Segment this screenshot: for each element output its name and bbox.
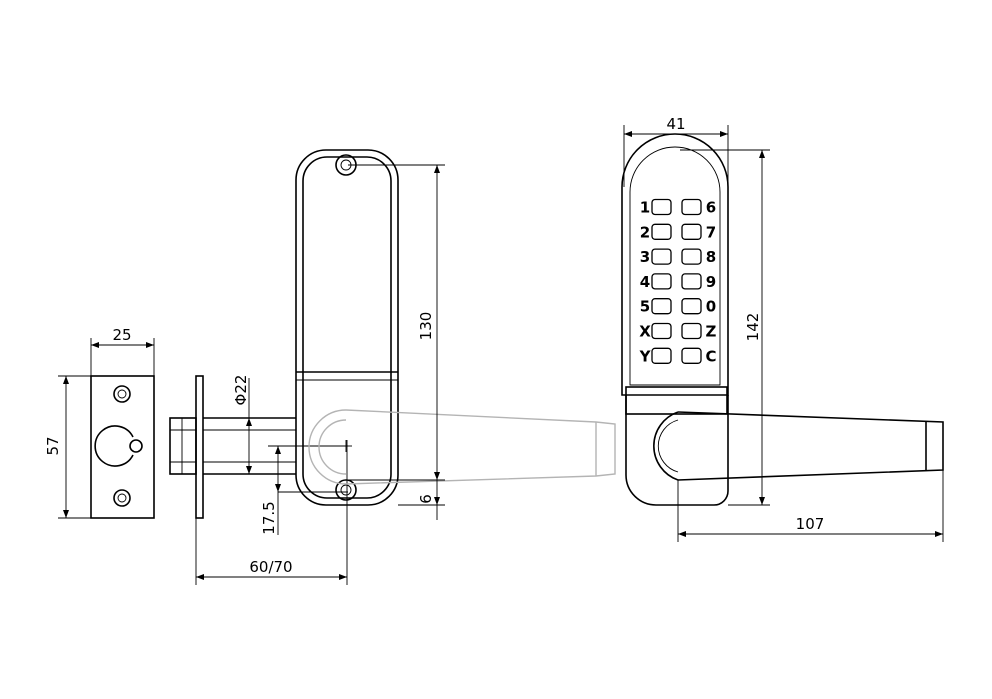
keypad-button[interactable] — [681, 248, 702, 265]
dim-lever-length: 107 — [677, 470, 944, 542]
key-label: 5 — [640, 298, 650, 316]
dim-bottom-offset: 6 — [398, 480, 445, 520]
front-lever-ghost — [308, 409, 616, 485]
key-label: 6 — [706, 199, 716, 217]
keypad-lever — [653, 411, 944, 481]
keypad-keys: 1 6 2 7 3 8 4 9 5 0X Z Y C — [639, 199, 717, 366]
dim-strike-height: 57 — [44, 375, 91, 519]
dim-keypad-height: 142 — [680, 149, 770, 506]
key-label: 2 — [640, 223, 650, 241]
dim-keypad-width: 41 — [623, 115, 729, 187]
dim-backset: 60/70 — [195, 440, 348, 585]
keypad-button[interactable] — [651, 347, 672, 364]
keypad-button[interactable] — [651, 223, 672, 240]
dim-label-diameter: Φ22 — [232, 375, 250, 406]
keypad-button[interactable] — [681, 198, 702, 216]
dim-label-107: 107 — [796, 515, 825, 533]
keypad-button[interactable] — [651, 198, 672, 216]
front-body-view — [295, 149, 616, 506]
key-label: 3 — [640, 248, 650, 266]
keypad-button[interactable] — [651, 298, 672, 315]
keypad-body-view: 1 6 2 7 3 8 4 9 5 0X Z Y C — [621, 133, 944, 506]
key-label: C — [705, 347, 716, 365]
dim-label-25: 25 — [112, 326, 131, 344]
dim-label-142: 142 — [744, 313, 762, 342]
key-label: 7 — [706, 223, 716, 241]
dim-label-17-5: 17.5 — [260, 501, 278, 534]
key-label: 4 — [640, 273, 650, 291]
key-label: X — [639, 323, 651, 341]
strike-screw-hole-bottom — [113, 489, 131, 507]
keypad-button[interactable] — [681, 223, 702, 240]
dim-label-130: 130 — [417, 312, 435, 341]
strike-screw-hole-top — [113, 385, 131, 403]
dim-spindle-offset: 17.5 — [260, 445, 348, 535]
key-label: 8 — [706, 248, 716, 266]
key-label: 1 — [640, 199, 650, 217]
latch-opening — [94, 425, 134, 467]
dim-label-41: 41 — [666, 115, 685, 133]
key-label: Y — [639, 347, 652, 365]
keypad-button[interactable] — [681, 298, 702, 315]
dim-spindle: Φ22 — [232, 375, 258, 475]
dim-label-6: 6 — [417, 494, 435, 504]
dim-strike-width: 25 — [90, 326, 155, 376]
dim-label-57: 57 — [44, 436, 62, 455]
front-screw-bottom — [335, 479, 357, 501]
keypad-button[interactable] — [681, 347, 702, 364]
keypad-button[interactable] — [651, 322, 672, 340]
keypad-button[interactable] — [651, 273, 672, 290]
keypad-button[interactable] — [651, 248, 672, 265]
strike-plate — [90, 375, 155, 519]
keypad-button[interactable] — [681, 273, 702, 290]
keypad-button[interactable] — [681, 322, 702, 340]
key-label: Z — [706, 323, 717, 341]
dim-label-60-70: 60/70 — [249, 558, 292, 576]
dim-body-height: 130 — [348, 164, 445, 481]
key-label: 0 — [706, 298, 716, 316]
key-label: 9 — [706, 273, 716, 291]
